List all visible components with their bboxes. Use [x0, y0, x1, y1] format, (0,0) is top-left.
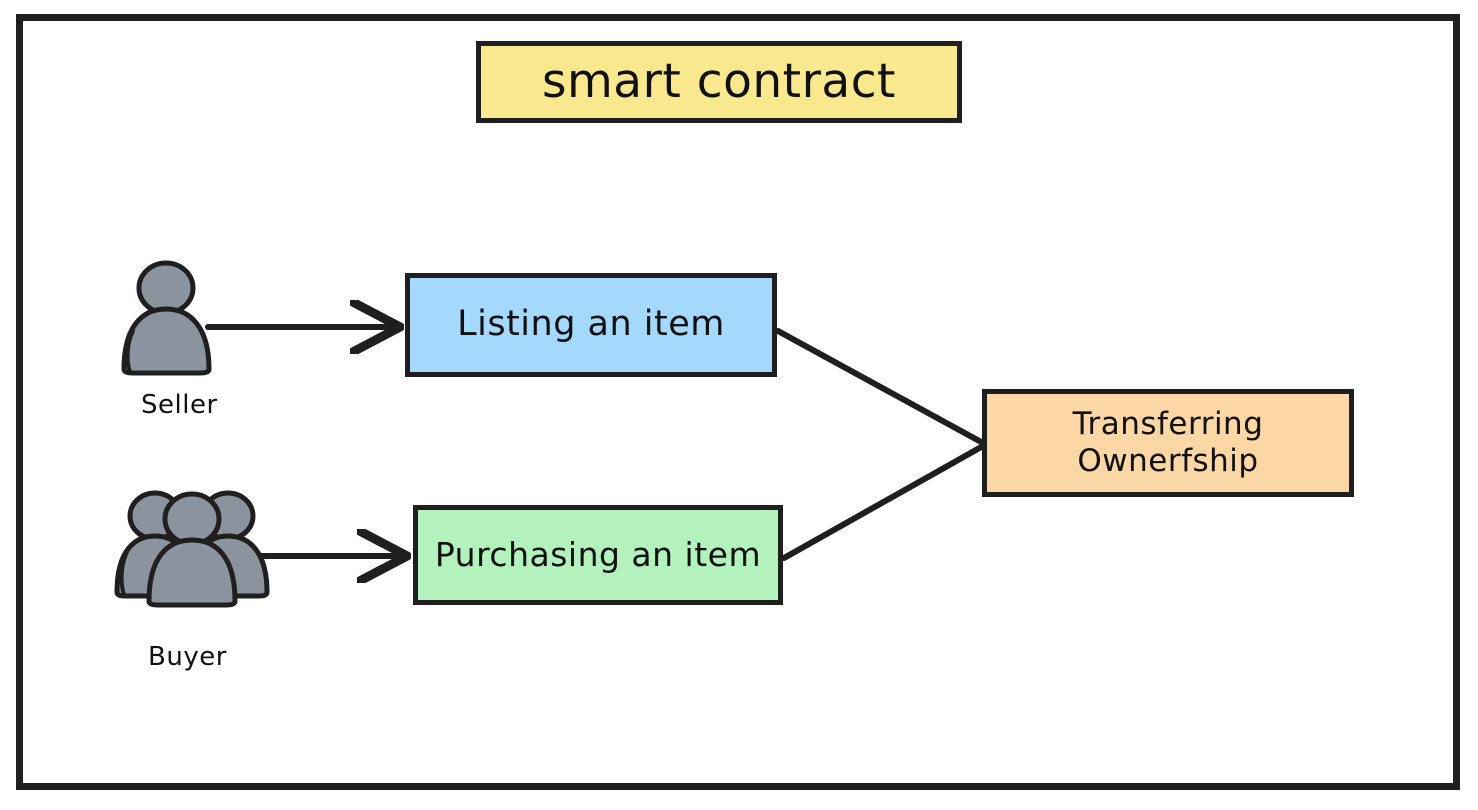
node-purchasing-an-item[interactable]: Purchasing an item [413, 505, 783, 605]
actor-label-buyer: Buyer [148, 642, 227, 672]
node-listing-an-item[interactable]: Listing an item [405, 273, 777, 377]
diagram-frame [16, 14, 1460, 790]
diagram-title-box: smart contract [476, 41, 962, 123]
node-transferring-ownership[interactable]: Transferring Ownerfship [982, 389, 1354, 497]
actor-label-seller: Seller [141, 390, 218, 420]
